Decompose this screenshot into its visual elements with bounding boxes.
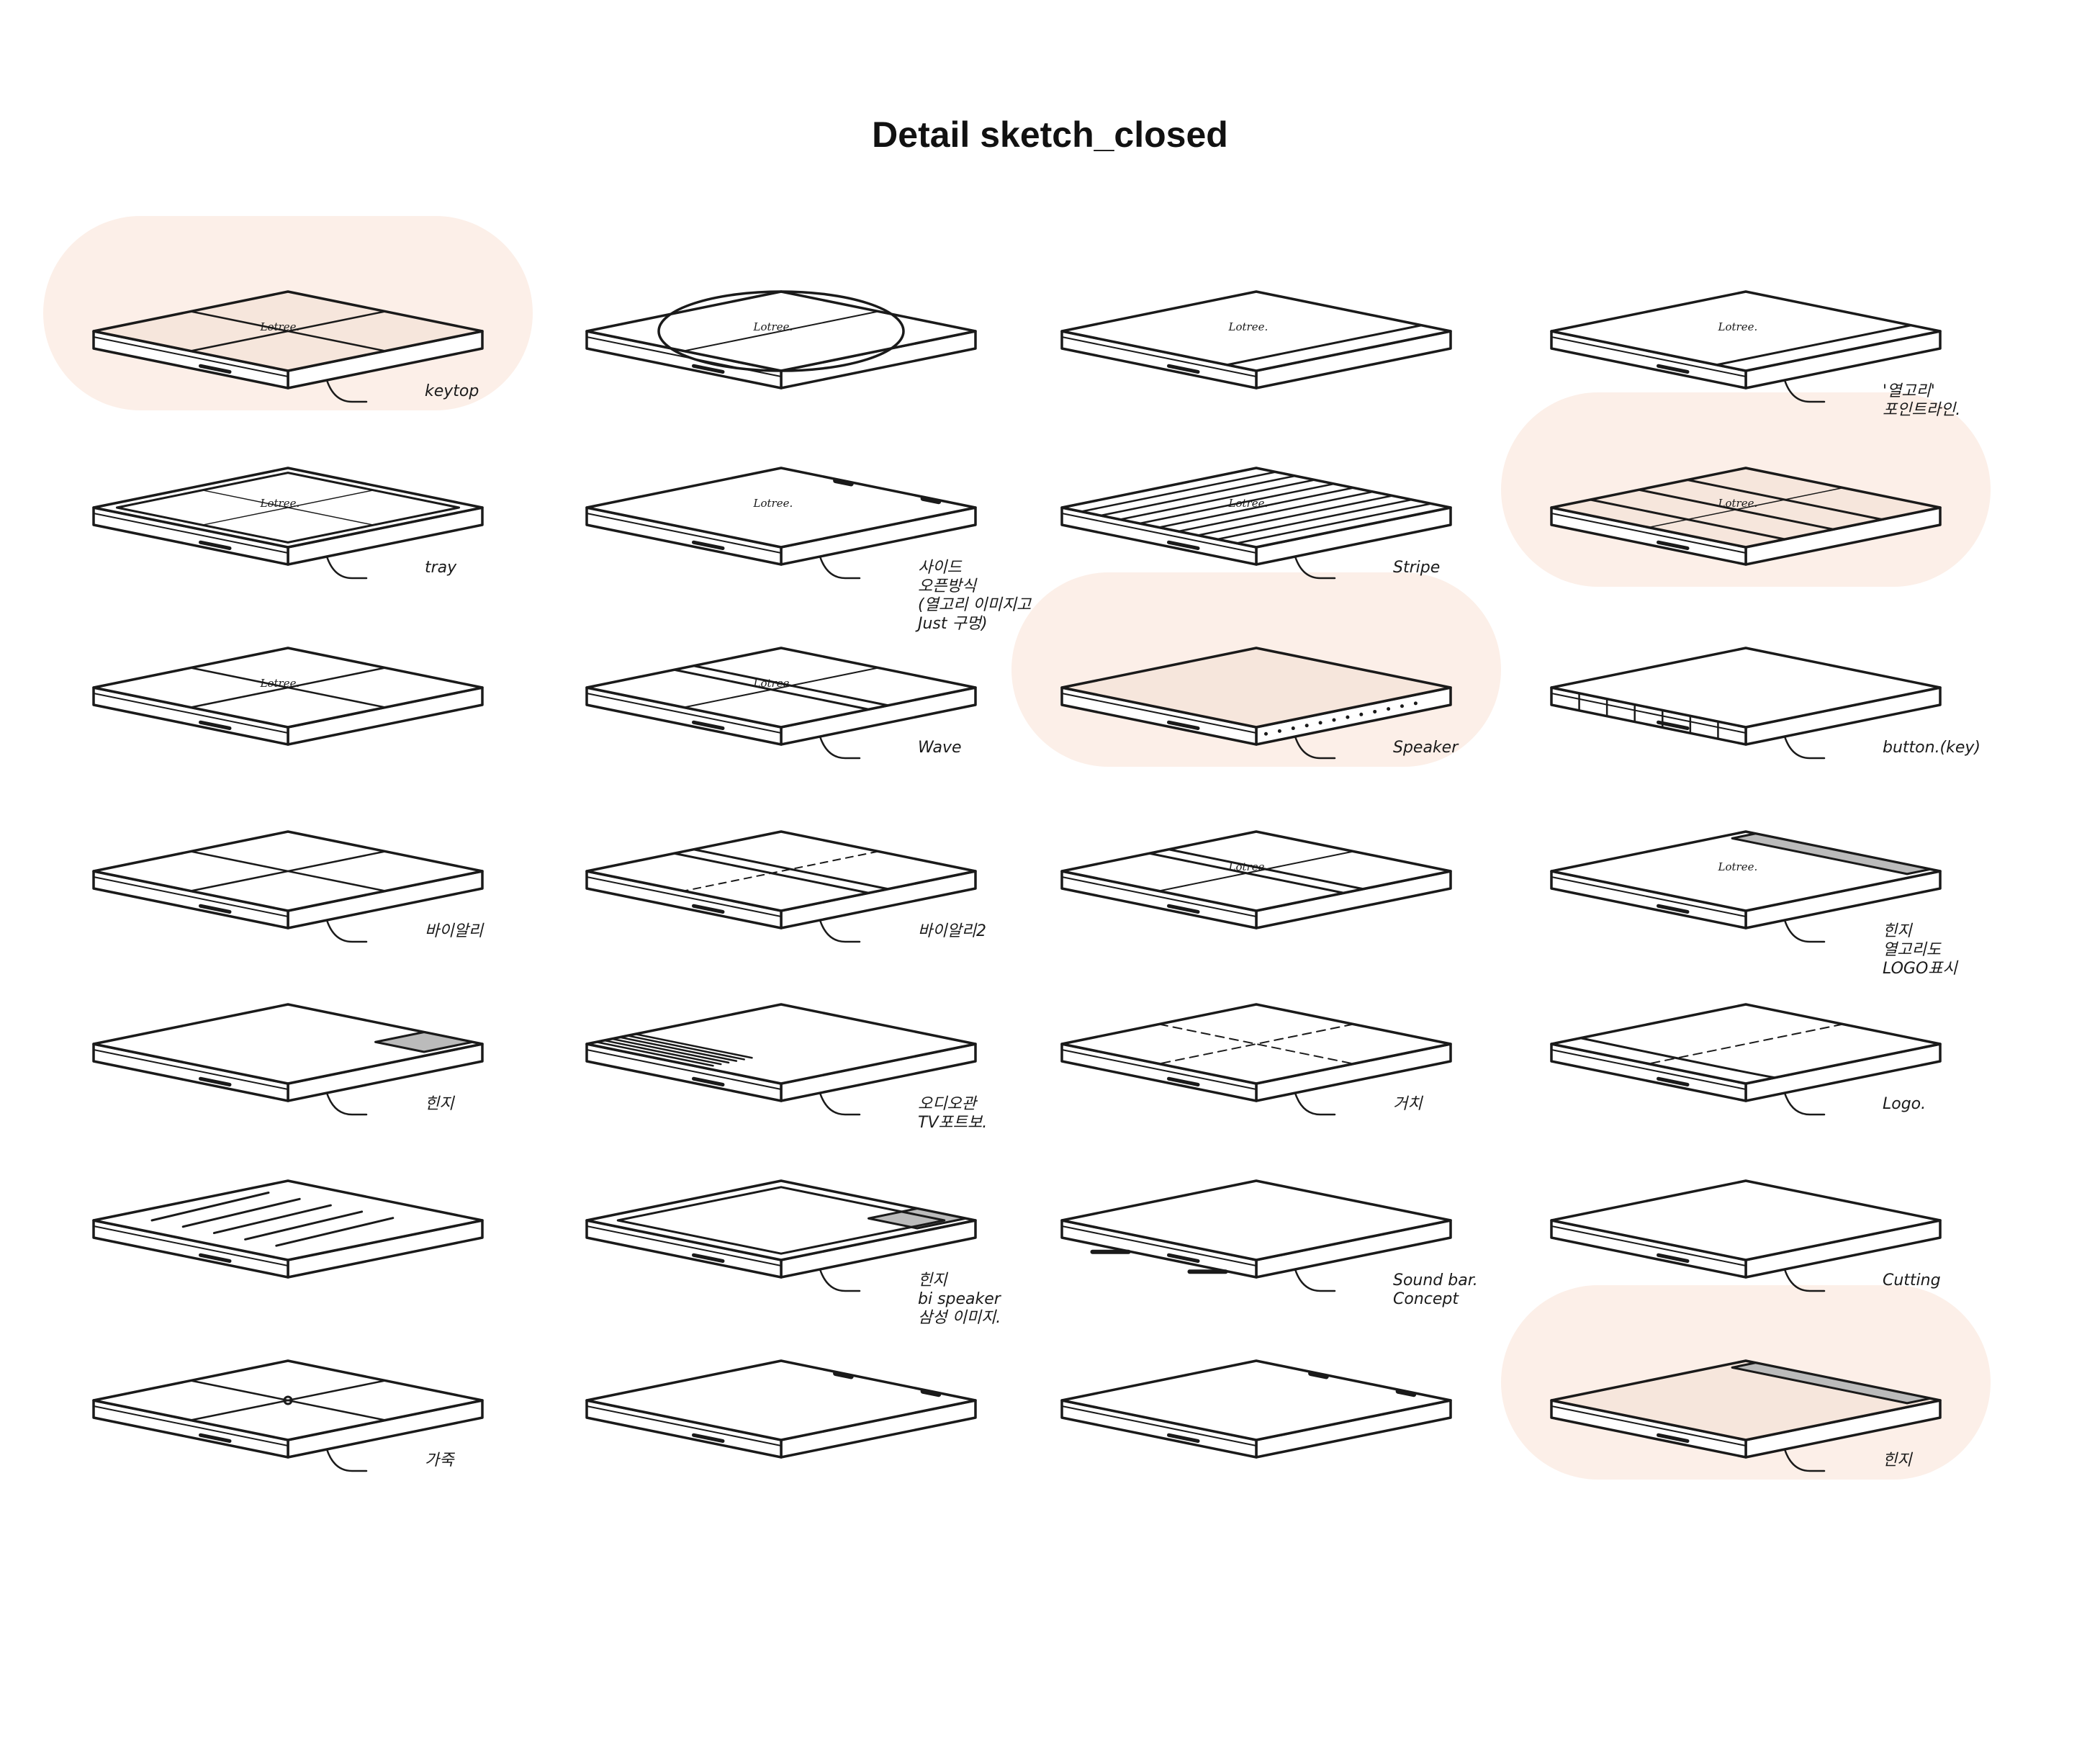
logo-text: Lotree. [260, 320, 300, 333]
sketch-note: Sound bar. [1393, 1271, 1478, 1289]
sketch-note: 바이알리2 [918, 922, 986, 940]
sketch-logo-dip: Logo. [1550, 1003, 1942, 1116]
sketch-plain [585, 1359, 977, 1459]
sketch-note: TV포트보. [918, 1114, 987, 1132]
sketch-note: 사이드 [918, 559, 962, 577]
sketch-note: Cutting [1883, 1271, 1941, 1289]
sketch-note: 오디오관 [918, 1095, 978, 1113]
sketch-note: 열고리도 [1883, 941, 1942, 959]
sketch-note: 바이알리 [425, 922, 485, 940]
sketch-note: 힌지 [1883, 1451, 1913, 1469]
sketch-note: Stripe [1393, 559, 1440, 577]
sketch-note: keytop [425, 382, 479, 400]
sketch-crease: 거치 [1060, 1003, 1452, 1116]
sketch-bar: Lotree. '열고리'포인트라인. [1550, 290, 1960, 419]
sketch-note: Logo. [1883, 1095, 1926, 1113]
sketch-note: 포인트라인. [1883, 401, 1960, 419]
sketch-note: Speaker [1393, 739, 1459, 757]
sketch-note: '열고리' [1883, 382, 1935, 400]
page-title: Detail sketch_closed [872, 114, 1228, 155]
logo-text: Lotree. [753, 320, 793, 333]
sketch-note: Just 구멍) [915, 615, 988, 633]
logo-text: Lotree. [1228, 860, 1268, 873]
sketch-rounded: Cutting [1550, 1179, 1942, 1292]
sketch-note: 힌지 [425, 1095, 455, 1113]
sketch-note: 힌지 [1883, 922, 1913, 940]
sketch-note: Wave [918, 739, 962, 757]
sketch-note: 삼성 이미지. [918, 1309, 1001, 1327]
logo-text: Lotree. [260, 497, 300, 510]
logo-text: Lotree. [260, 677, 300, 690]
logo-text: Lotree. [1718, 320, 1758, 333]
sketch-note: 오픈방식 [918, 577, 978, 595]
logo-text: Lotree. [753, 677, 793, 690]
sketch-stripe: Lotree. Stripe [1060, 467, 1452, 580]
logo-text: Lotree. [753, 497, 793, 510]
sketch-bands: Lotree. [1550, 467, 1942, 566]
sketch-quad: 바이알리 [92, 830, 485, 943]
sketch-front-band: Lotree. [1060, 830, 1452, 929]
sketch-speaker: Speaker [1060, 647, 1459, 760]
logo-text: Lotree. [1228, 497, 1268, 510]
sketch-note: LOGO표시 [1883, 960, 1959, 978]
sketch-logo-pattern [92, 1179, 484, 1279]
sketch-knot: 가죽 [92, 1359, 484, 1472]
sketch-plain [1060, 1359, 1452, 1459]
logo-text: Lotree. [1718, 497, 1758, 510]
sketch-soundbar: Sound bar.Concept [1060, 1179, 1478, 1308]
sketch-cushion: Lotree. keytop [92, 290, 484, 403]
sketch-note: 거치 [1393, 1095, 1423, 1113]
sketch-note: bi speaker [918, 1290, 1002, 1308]
sketch-oval: Lotree. [585, 290, 977, 390]
logo-text: Lotree. [1228, 320, 1268, 333]
sketch-tray: Lotree. tray [92, 467, 484, 580]
sketch-note: tray [425, 559, 457, 577]
sketch-note: button.(key) [1883, 739, 1980, 757]
sketch-split-band: 바이알리2 [585, 830, 986, 943]
sketch-note: (열고리 이미지고 [918, 596, 1032, 614]
sketch-note: 힌지 [918, 1271, 948, 1289]
sketch-hinge-small: 힌지 [92, 1003, 484, 1116]
sketch-cushion: Lotree. [92, 647, 484, 746]
sketch-hinge-strip: 힌지 [1550, 1359, 1942, 1472]
sketch-note: Concept [1393, 1290, 1459, 1308]
logo-text: Lotree. [1718, 860, 1758, 873]
sketch-buttons: button.(key) [1550, 647, 1980, 760]
sketch-end-band: Lotree. [1060, 290, 1452, 390]
sketch-note: 가죽 [425, 1451, 455, 1469]
sketch-wave: Lotree. Wave [585, 647, 977, 760]
